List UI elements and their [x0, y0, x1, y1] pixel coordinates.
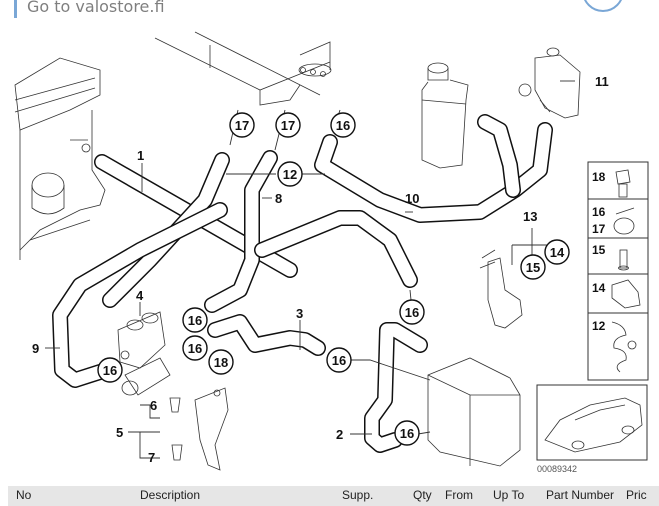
label-11: 11: [595, 74, 609, 89]
engine-block-drawing: [14, 57, 106, 260]
label-2: 2: [336, 427, 343, 442]
callout-16-mid: 16: [399, 299, 425, 325]
hose-clamp-icon: [613, 207, 635, 235]
callout-16-valve-c: 16: [97, 357, 123, 383]
parts-diagram: 1 2 3 4 5 6 7 8 9 10 11 13 17 17 16 12 1…: [14, 31, 649, 474]
callout-17b: 17: [275, 112, 301, 138]
expansion-tank-drawing: [421, 62, 469, 169]
svg-text:16: 16: [188, 341, 202, 356]
col-price: Pric: [626, 488, 647, 502]
label-7: 7: [148, 450, 155, 465]
pump-drawing: [518, 47, 581, 119]
hose-2: [364, 322, 428, 453]
svg-text:16: 16: [332, 353, 346, 368]
svg-text:17: 17: [281, 118, 295, 133]
legend-label-18: 18: [592, 170, 606, 184]
svg-text:17: 17: [235, 118, 249, 133]
parts-table-header: No Description Supp. Qty From Up To Part…: [8, 486, 659, 506]
heater-housing-drawing: [154, 31, 332, 106]
label-4: 4: [136, 288, 144, 303]
label-1: 1: [137, 148, 144, 163]
legend-label-14: 14: [592, 281, 606, 295]
label-10: 10: [405, 191, 419, 206]
bracket-13-drawing: [479, 249, 523, 329]
callout-18: 18: [208, 349, 234, 375]
callout-16-valve-a: 16: [182, 307, 208, 333]
col-no: No: [16, 488, 32, 502]
svg-text:14: 14: [550, 245, 565, 260]
diagram-reference-number: 00089342: [537, 464, 577, 474]
circled-callouts: 17 17 16 12 16 16 16 16 18 16 16 15 14: [97, 112, 570, 446]
col-qty: Qty: [413, 488, 432, 502]
screw-icon: [618, 249, 629, 271]
callout-16-hose3: 16: [326, 347, 352, 373]
vehicle-reference-thumbnail: 00089342: [536, 384, 648, 474]
label-6: 6: [150, 398, 157, 413]
col-from: From: [445, 488, 473, 502]
multi-holder-icon: [611, 321, 637, 373]
svg-text:18: 18: [214, 355, 228, 370]
hardware-legend-panel: 18 16 17 15 14 12: [587, 161, 649, 381]
col-supp: Supp.: [342, 488, 374, 502]
svg-text:16: 16: [405, 305, 419, 320]
callout-14: 14: [544, 239, 570, 265]
svg-text:16: 16: [103, 363, 117, 378]
legend-label-12: 12: [592, 319, 606, 333]
svg-text:12: 12: [283, 167, 297, 182]
hose-crossover: [254, 210, 418, 288]
callout-16-valve-b: 16: [182, 335, 208, 361]
svg-text:16: 16: [400, 426, 414, 441]
label-13: 13: [523, 209, 537, 224]
legend-label-17: 17: [592, 222, 606, 236]
svg-text:16: 16: [336, 118, 350, 133]
label-5: 5: [116, 425, 123, 440]
svg-text:16: 16: [188, 313, 202, 328]
water-valve-drawing: [117, 311, 171, 396]
hose-9: [52, 202, 228, 388]
col-up-to: Up To: [493, 488, 525, 502]
plain-labels: 1 2 3 4 5 6 7 8 9 10 11 13: [32, 74, 609, 465]
callout-15: 15: [520, 254, 546, 280]
label-9: 9: [32, 341, 39, 356]
callout-17a: 17: [229, 112, 255, 138]
aux-heater-drawing: [427, 357, 521, 467]
callout-16-top: 16: [330, 112, 356, 138]
callout-12: 12: [277, 161, 303, 187]
col-part-number: Part Number: [546, 488, 615, 502]
goto-valostore-link[interactable]: Go to valostore.fi: [14, 0, 165, 18]
legend-label-16: 16: [592, 205, 606, 219]
clip-icon: [611, 279, 641, 309]
label-3: 3: [296, 306, 303, 321]
hose-10: [314, 114, 553, 223]
grommet-drawing: [169, 397, 183, 461]
round-button[interactable]: [582, 0, 624, 12]
bolt-icon: [615, 169, 631, 198]
legend-label-15: 15: [592, 243, 606, 257]
col-description: Description: [140, 488, 201, 502]
label-8: 8: [275, 191, 282, 206]
hose-8: [204, 150, 278, 313]
svg-text:15: 15: [526, 260, 540, 275]
top-bar: Go to valostore.fi: [0, 0, 659, 22]
hose-3: [207, 314, 326, 356]
callout-16-bottom: 16: [394, 420, 420, 446]
bracket-drawing: [194, 387, 229, 471]
